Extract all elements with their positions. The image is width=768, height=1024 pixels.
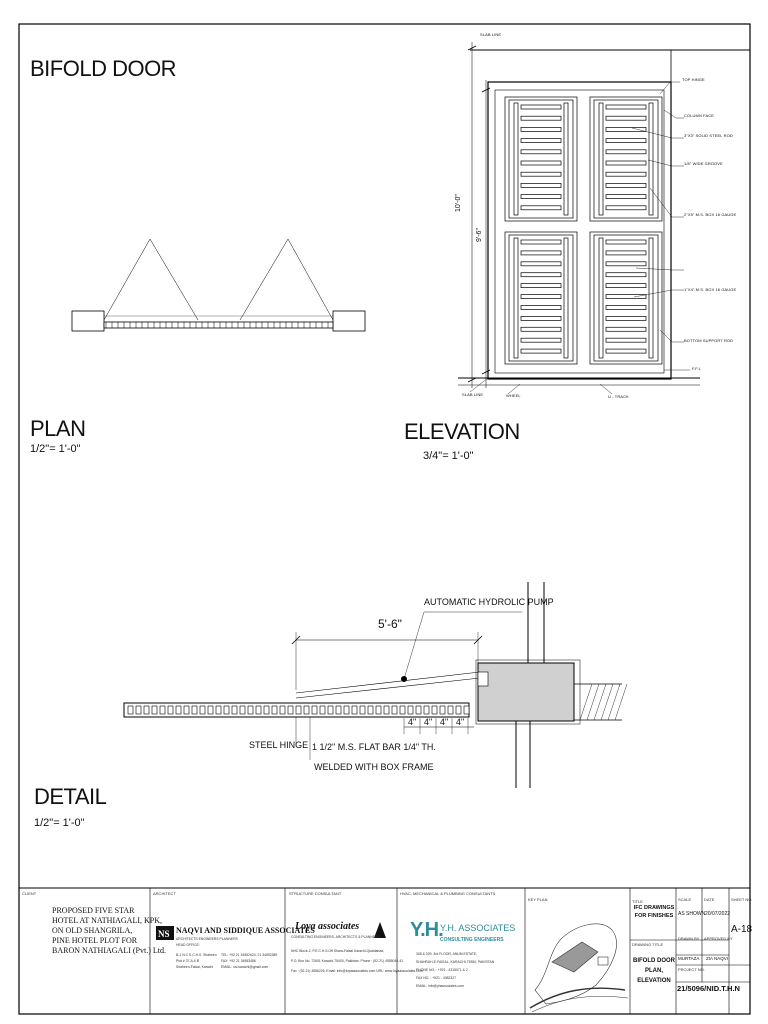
date-value: 20/07/2022 (705, 911, 731, 917)
title-block-grid (149, 888, 750, 1014)
architect-email: EMAIL: nsi.karachi@gmail.com (221, 965, 269, 969)
client-text: PROPOSED FIVE STAR HOTEL AT NATHIAGALI, … (52, 906, 166, 955)
project-label: PROJECT NO. (678, 967, 705, 972)
dim-total-height: 10'-0" (455, 194, 462, 212)
sheet-title: BIFOLD DOOR (30, 56, 177, 81)
client-label: CLIENT (22, 891, 37, 896)
note-groove: 1/8" WIDE GROOVE (684, 161, 723, 166)
sheet-label: SHEET NO. (731, 897, 753, 902)
hvac-phone: PHONE NO. : +921 - 4315071 & 2 (416, 968, 468, 972)
dim-span: 5'-6" (378, 617, 402, 631)
elevation-view (458, 42, 750, 395)
date-label: DATE (704, 897, 715, 902)
hvac-logo: Y.H. (410, 919, 444, 941)
note-u-track: U - TRACK (608, 394, 629, 399)
structure-addr3: Fax : (92-21) 4556226, Email: info@loyaa… (291, 969, 423, 973)
structure-logo-mark (374, 922, 386, 938)
structure-addr2: P.O. Box No. 72651 Karachi-75400, Pakist… (291, 959, 404, 963)
title-value: IFC DRAWINGS FOR FINISHES (633, 905, 675, 919)
hvac-name: Y.H. ASSOCIATES (440, 923, 516, 933)
detail-title: DETAIL (34, 784, 107, 809)
note-wheel: WHEEL (506, 393, 521, 398)
detail-view (123, 582, 628, 788)
note-flat-bar-2: WELDED WITH BOX FRAME (314, 762, 434, 772)
architect-tel1: TEL: +92 21 34552624, 21 34552389 (221, 953, 278, 957)
architect-tel2: FAX: +92 21 34553486 (221, 959, 256, 963)
hvac-email: EMAIL: info@yhassociates.com (416, 984, 464, 988)
architect-label: ARCHITECT (153, 891, 176, 896)
note-slab-line-bottom: SLAB LINE (462, 392, 484, 397)
dim-4-d: 4" (456, 717, 465, 727)
note-bottom-rod: BOTTOM SUPPORT ROD (684, 338, 734, 343)
dim-4-b: 4" (424, 717, 433, 727)
hvac-fax: FAX NO. : +921 - 4382327 (416, 976, 457, 980)
structure-label: STRUCTURE CONSULTANT (289, 891, 342, 896)
plan-view (71, 238, 366, 332)
hvac-addr2: SHAHRAH-E-FAISAL, KARACHI-75350, PAKISTA… (416, 960, 495, 964)
elevation-title: ELEVATION (404, 419, 520, 444)
drawn-label: DRAWN BY (678, 936, 700, 941)
svg-text:NS: NS (158, 929, 170, 939)
project-value: 21/5096/NID.T.H.N (677, 984, 740, 993)
hvac-addr1: 308 & 309, 3rd FLOOR, ANUM ESTATE, (416, 952, 478, 956)
hvac-sub: CONSULTING ENGINEERS (440, 937, 504, 943)
scale-label: SCALE (678, 897, 692, 902)
drawing-title-value: BIFOLD DOOR PLAN, ELEVATION (633, 958, 675, 984)
architect-addr1: B-1 N.C.S.C.H.S. Shaheen (176, 953, 217, 957)
hvac-label: HVAC, MECHANICAL & PLUMBING CONSULTANTS (400, 891, 496, 896)
note-box-top: 2"X5" M.S. BOX 16 GAUGE (684, 212, 737, 217)
note-pump: AUTOMATIC HYDROLIC PUMP (424, 597, 554, 607)
dim-panel-height: 9'-6" (476, 228, 483, 242)
note-flat-bar-1: 1 1/2" M.S. FLAT BAR 1/4" TH. (312, 742, 436, 752)
note-top-hinge: TOP HINGE (682, 77, 705, 82)
architect-logo-mark (156, 926, 174, 940)
elevation-scale: 3/4"= 1'-0" (423, 450, 474, 462)
structure-name: Loya associates (295, 921, 360, 932)
dim-4-a: 4" (408, 717, 417, 727)
title-label: TITLE (632, 899, 643, 904)
sheet-border (18, 23, 751, 1015)
detail-scale: 1/2"= 1'-0" (34, 817, 85, 829)
drawn-value: MURTAZA (678, 956, 700, 961)
note-ffl: F.F.L (692, 366, 701, 371)
note-steel-hinge: STEEL HINGE (249, 740, 309, 750)
architect-head: HEAD OFFICE: (176, 943, 200, 947)
approved-value: ZIA NAQVI (706, 956, 729, 961)
plan-scale: 1/2"= 1'-0" (30, 443, 81, 455)
note-box-bottom: 1"X4" M.S. BOX 16 GAUGE (684, 287, 737, 292)
structure-sub: CONSULTING ENGINEERS, ARCHITECTS & PLANN… (291, 935, 380, 939)
architect-sub: ARCHITECTS ENGINEERS PLANNERS (176, 937, 238, 941)
note-column-face: COLUMN FACE (684, 113, 714, 118)
architect-addr3: Shaheen-Faisal, Karachi (176, 965, 214, 969)
note-slab-line-top: SLAB LINE (480, 32, 502, 37)
plan-title: PLAN (30, 416, 86, 441)
note-steel-rod: 3"X3" SOLID STEEL ROD (684, 133, 733, 138)
dim-4-c: 4" (440, 717, 449, 727)
approved-label: APPROVED BY (704, 936, 733, 941)
scale-value: AS SHOWN (678, 911, 706, 917)
key-plan-sketch (529, 923, 629, 1013)
architect-name: NAQVI AND SIDDIQUE ASSOCIATES (176, 926, 315, 935)
architect-addr2: Plot # 37-A & B (176, 959, 199, 963)
sheet-value: A-18 (731, 924, 753, 935)
drawing-title-label: DRAWING TITLE (632, 942, 664, 947)
keyplan-label: KEY PLAN (528, 897, 548, 902)
structure-addr1: NHC Block-2, P.E.C.H.S.Off Shara-Faisal … (291, 949, 385, 953)
